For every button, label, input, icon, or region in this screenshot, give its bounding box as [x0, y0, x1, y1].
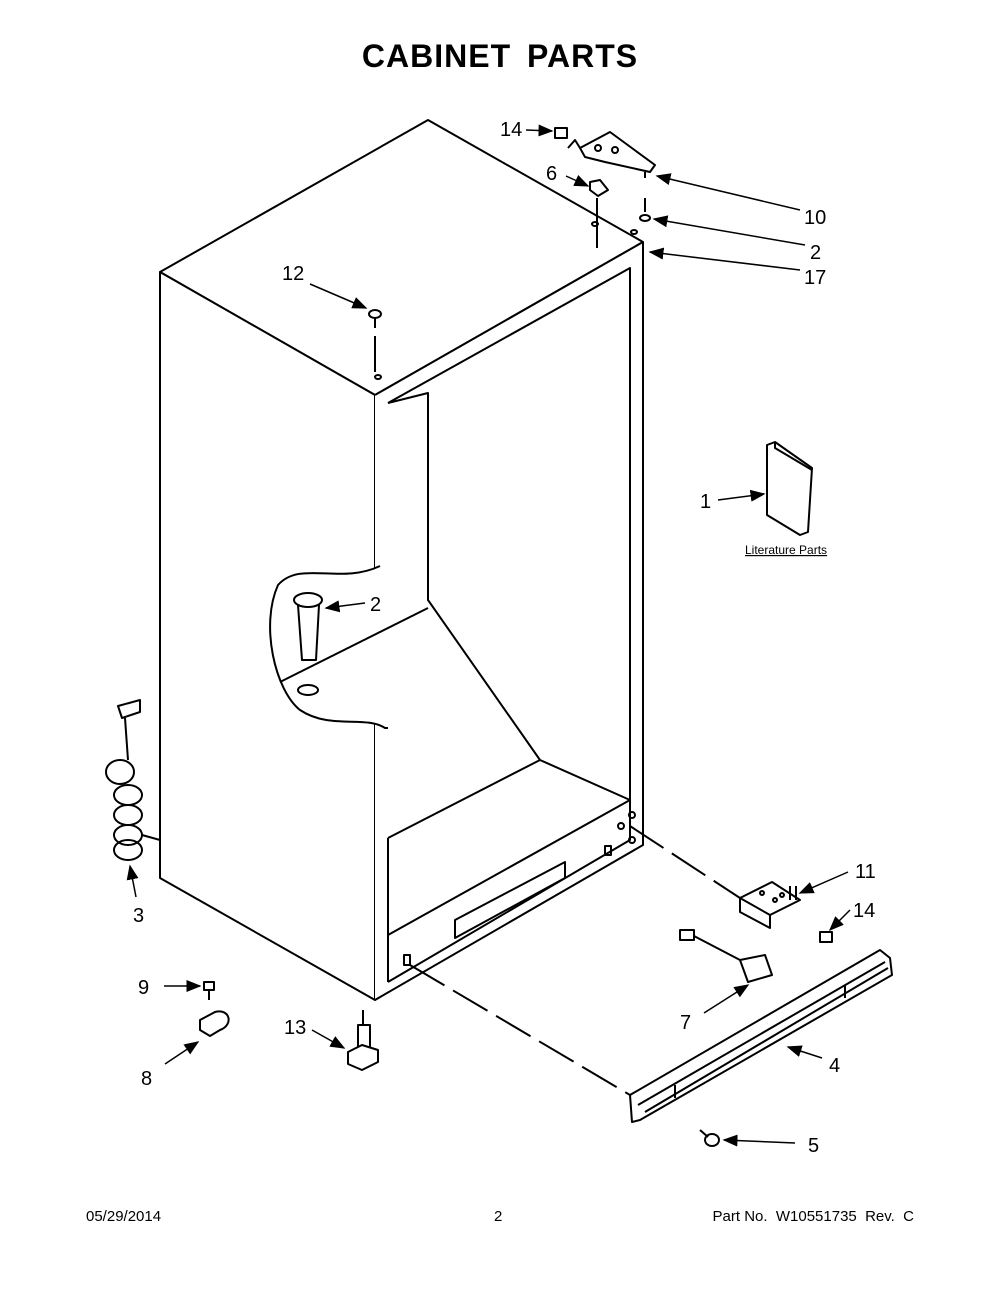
cabinet-body: [159, 119, 644, 1001]
screw-12: [368, 309, 382, 372]
screw-14-bottom: [819, 931, 833, 943]
leveling-leg: [347, 1010, 379, 1071]
leader-6: [565, 174, 590, 187]
leader-12: [309, 283, 368, 309]
leader-17: [648, 247, 801, 271]
literature-parts-label: Literature Parts: [745, 543, 827, 557]
callout-1: 1: [700, 491, 711, 513]
leader-3: [126, 864, 139, 898]
callout-3: 3: [133, 905, 144, 927]
clip-8: [199, 1010, 230, 1037]
toe-grille: [629, 949, 893, 1123]
leader-7: [703, 984, 750, 1014]
leader-5: [722, 1134, 796, 1147]
leader-14-bot: [828, 909, 851, 932]
grille-dash-line: [409, 964, 631, 1096]
screw-9: [203, 981, 215, 1000]
page-title: CABINET PARTS: [361, 38, 639, 74]
top-hinge: [554, 127, 656, 248]
callout-10: 10: [804, 207, 826, 229]
callout-8: 8: [141, 1068, 152, 1090]
callout-12: 12: [282, 263, 304, 285]
leader-10: [655, 173, 801, 211]
callout-4: 4: [829, 1055, 840, 1077]
callout-2-top: 2: [810, 242, 821, 264]
leader-13: [311, 1029, 346, 1049]
callout-7: 7: [680, 1012, 691, 1034]
callout-11: 11: [855, 861, 876, 883]
footer-part-number: Part No. W10551735 Rev. C: [712, 1208, 914, 1225]
bottom-hinge: [739, 881, 801, 929]
leader-4: [786, 1045, 823, 1059]
hinge-dash-line: [629, 825, 741, 899]
callout-13: 13: [284, 1017, 306, 1039]
callout-2-mid: 2: [370, 594, 381, 616]
callout-6: 6: [546, 163, 557, 185]
callout-5: 5: [808, 1135, 819, 1157]
callout-14-top: 14: [500, 119, 522, 141]
drain-tube: [293, 592, 323, 696]
screw-5: [699, 1129, 720, 1147]
callout-9: 9: [138, 977, 149, 999]
leader-2-mid: [324, 600, 366, 613]
leader-8: [164, 1041, 200, 1065]
wire-harness: [679, 929, 773, 983]
callout-17: 17: [804, 267, 826, 289]
leader-14-top: [525, 124, 554, 137]
leader-1: [717, 489, 766, 502]
callout-14-bottom: 14: [853, 900, 875, 922]
leader-2-top: [652, 215, 806, 246]
power-cord: [105, 699, 161, 861]
footer-page-number: 2: [494, 1208, 503, 1225]
footer-date: 05/29/2014: [86, 1208, 162, 1225]
leader-11: [798, 871, 849, 894]
